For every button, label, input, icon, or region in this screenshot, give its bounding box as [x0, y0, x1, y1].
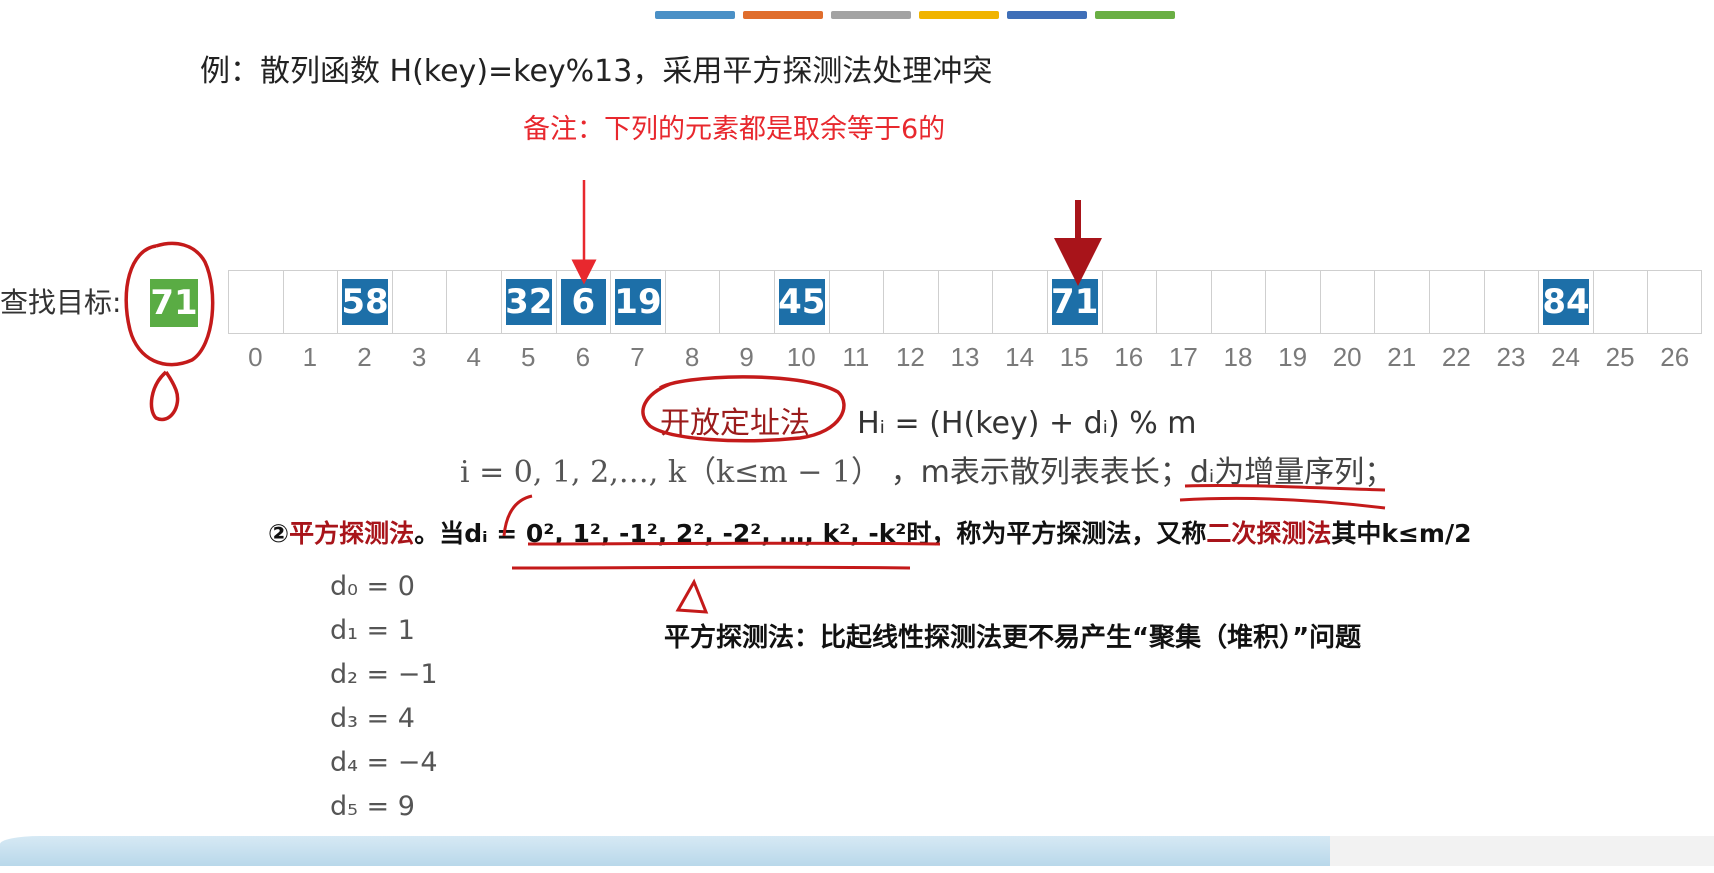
index-label: 22: [1441, 342, 1471, 372]
table-cell: [828, 270, 884, 334]
d-value-item: d₄ = −4: [330, 747, 438, 778]
index-label: 10: [786, 342, 816, 372]
method-name: 开放定址法: [660, 406, 810, 441]
top-bar: [1095, 11, 1175, 19]
index-label: 18: [1223, 342, 1253, 372]
index-label: 9: [739, 342, 754, 372]
index-label: 26: [1660, 342, 1690, 372]
d-value-item: d₀ = 0: [330, 571, 415, 602]
cell-value: 6: [560, 279, 607, 325]
index-label: 6: [575, 342, 591, 372]
index-label: 11: [842, 342, 870, 372]
cell-value: 32: [505, 279, 552, 325]
table-cell: [937, 270, 993, 334]
top-color-bars: [655, 11, 1175, 19]
table-cell: [1374, 270, 1430, 334]
open-addressing-formula: 开放定址法 Hᵢ = (H(key) + dᵢ) % m: [660, 398, 1197, 442]
cell-value: 58: [341, 279, 389, 325]
table-cell: 19: [610, 270, 665, 334]
video-progress-band: [0, 836, 1330, 866]
delta-mark: [675, 578, 709, 614]
index-label: 13: [950, 342, 980, 372]
index-label: 20: [1332, 342, 1362, 372]
index-label: 15: [1059, 342, 1089, 372]
method-body: 。当dᵢ = 0², 1², -1², 2², -2², …, k², -k²时…: [414, 519, 1207, 548]
method-title: 平方探测法: [289, 519, 415, 548]
d-value-item: d₁ = 1: [330, 615, 415, 646]
table-cell: [228, 270, 283, 334]
table-cell: [1156, 270, 1211, 334]
top-bar: [655, 11, 735, 19]
index-label: 21: [1387, 342, 1417, 372]
table-cell: 45: [773, 270, 829, 334]
formula-expression: Hᵢ = (H(key) + dᵢ) % m: [857, 406, 1197, 441]
table-cell: 32: [500, 270, 556, 334]
benefit-note: 平方探测法：比起线性探测法更不易产生“聚集（堆积）”问题: [664, 623, 1362, 653]
table-cell: [1592, 270, 1648, 334]
index-label: 16: [1114, 342, 1144, 372]
slide-title: 例：散列函数 H(key)=key%13，采用平方探测法处理冲突: [200, 54, 993, 89]
table-cell: 6: [555, 270, 611, 334]
cell-value: 19: [614, 279, 662, 325]
index-label: 5: [521, 342, 536, 372]
table-cell: [1101, 270, 1157, 334]
index-label: 4: [466, 342, 481, 372]
table-cell: [1319, 270, 1375, 334]
table-cell: [992, 270, 1047, 334]
method-constraint: 其中k≤m/2: [1331, 519, 1472, 548]
table-cell: [1210, 270, 1266, 334]
index-label: 1: [302, 342, 318, 372]
table-cell: [883, 270, 938, 334]
index-label: 24: [1551, 342, 1580, 372]
formula-parameters: i = 0, 1, 2,…, k（k≤m − 1） ，m表示散列表表长；dᵢ为增…: [460, 447, 1394, 491]
index-label: 2: [357, 342, 372, 372]
table-cell: [719, 270, 774, 334]
index-label: 19: [1278, 342, 1308, 372]
search-target-value: 71: [150, 279, 198, 327]
increment-sequence-list: d₀ = 0d₁ = 1d₂ = −1d₃ = 4d₄ = −4d₅ = 9d₆…: [330, 565, 438, 873]
table-cell: [1483, 270, 1539, 334]
index-label: 0: [248, 342, 263, 372]
table-cell: [664, 270, 720, 334]
table-cell: [1265, 270, 1320, 334]
quadratic-probing-definition: ②平方探测法。当dᵢ = 0², 1², -1², 2², -2², …, k²…: [268, 514, 1472, 550]
index-label: 23: [1496, 342, 1526, 372]
search-target-label: 查找目标:: [0, 286, 122, 319]
cell-value: 45: [778, 279, 825, 325]
index-label: 8: [684, 342, 700, 372]
video-band-right: [1330, 836, 1714, 866]
top-bar: [743, 11, 823, 19]
table-cell: [446, 270, 501, 334]
index-label: 17: [1168, 342, 1198, 372]
item-marker: ②: [268, 519, 290, 548]
table-cell: 84: [1538, 270, 1593, 334]
table-cell: [1647, 270, 1703, 334]
table-cell: 71: [1046, 270, 1102, 334]
table-cell: [1429, 270, 1484, 334]
top-bar: [919, 11, 999, 19]
top-bar: [1007, 11, 1087, 19]
d-value-item: d₅ = 9: [330, 791, 415, 822]
index-label: 3: [411, 342, 427, 372]
index-label: 25: [1605, 342, 1635, 372]
red-note: 备注：下列的元素都是取余等于6的: [523, 114, 946, 145]
param-description: ，m表示散列表表长；dᵢ为增量序列；: [890, 455, 1395, 490]
index-label: 12: [895, 342, 925, 372]
cell-value: 84: [1542, 279, 1590, 325]
d-value-item: d₂ = −1: [330, 659, 438, 690]
table-cell: 58: [337, 270, 392, 334]
method-alias: 二次探测法: [1206, 519, 1332, 548]
table-cell: [282, 270, 338, 334]
index-label: 14: [1005, 342, 1035, 372]
tail-mark: [149, 370, 180, 422]
table-cell: [391, 270, 447, 334]
index-label: 7: [630, 342, 645, 372]
top-bar: [831, 11, 911, 19]
cell-value: 71: [1051, 279, 1098, 325]
i-range: i = 0, 1, 2,…, k（k≤m − 1）: [460, 455, 882, 490]
d-value-item: d₃ = 4: [330, 703, 415, 734]
